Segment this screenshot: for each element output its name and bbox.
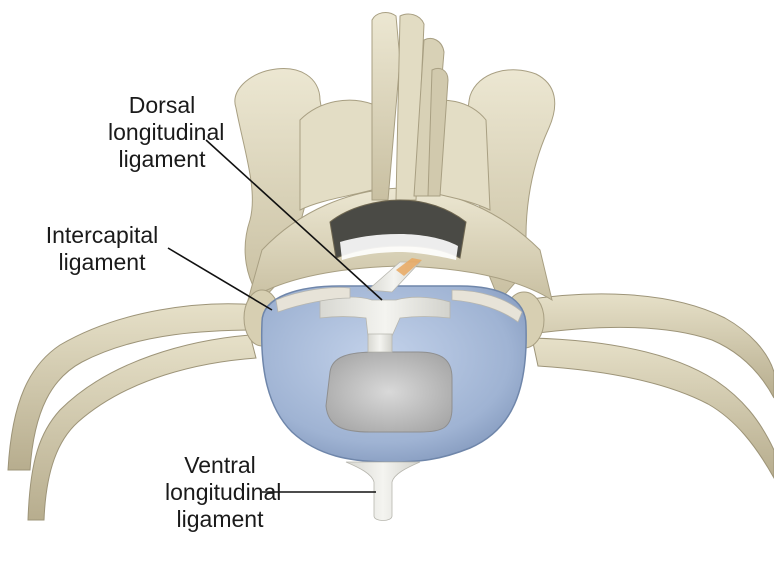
label-line: ligament (22, 249, 182, 276)
label-line: Intercapital (22, 222, 182, 249)
label-line: longitudinal (108, 119, 216, 146)
nucleus-pulposus (326, 352, 452, 432)
label-line: Ventral (165, 452, 275, 479)
right-rib (525, 294, 774, 478)
label-line: longitudinal (165, 479, 275, 506)
label-line: Dorsal (108, 92, 216, 119)
dorsal-longitudinal-ligament-label: Dorsal longitudinal ligament (108, 92, 216, 173)
intercapital-ligament-label: Intercapital ligament (22, 222, 182, 276)
ventral-longitudinal-ligament-label: Ventral longitudinal ligament (165, 452, 275, 533)
vertebral-arch (235, 13, 555, 300)
label-line: ligament (108, 146, 216, 173)
label-line: ligament (165, 506, 275, 533)
